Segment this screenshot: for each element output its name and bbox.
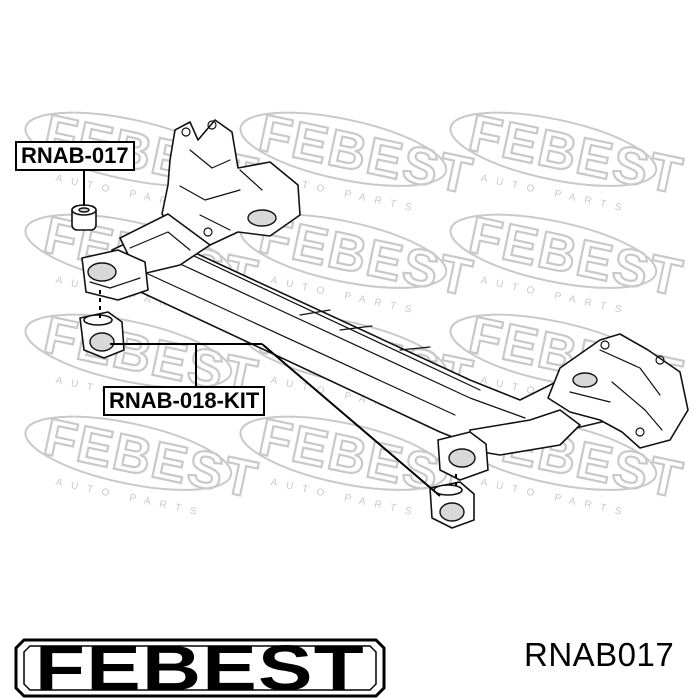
leader-lines [83,163,457,497]
svg-text:FEBEST: FEBEST [464,104,688,206]
beam-edge-line [149,249,526,419]
logo-text: FEBEST [35,632,365,700]
subframe-drawing [107,119,689,456]
bolt [635,427,645,437]
bolt [207,120,217,130]
watermark: FEBEST AUTO PARTS [24,407,265,519]
bracket-detail [179,149,263,231]
beam-rib [299,309,431,351]
bushing-installed-right [437,431,489,481]
logo-outline [14,638,386,698]
bushing-rnab-018-left [79,311,125,359]
bushings [71,204,489,529]
bolt [181,127,191,137]
beam-edge-line [159,239,481,391]
febest-logo: FEBEST [14,632,386,700]
bracket-detail [569,349,663,431]
bracket-hole [572,372,598,388]
part-number: RNAB017 [524,636,675,673]
bushing-installed-left [81,249,149,301]
svg-text:FEBEST: FEBEST [39,408,263,510]
bracket-hole [247,209,277,227]
bolt [203,227,213,237]
bushing-rnab-017 [71,204,97,231]
crossmember-detail [129,231,191,251]
bolt [655,355,665,365]
bolt [600,340,610,350]
callout-rnab-017: RNAB-017 [15,141,135,171]
svg-text:FEBEST: FEBEST [464,206,688,308]
beam-edge-line [134,267,456,416]
bushing-rnab-018-right [429,481,475,529]
callout-rnab-018-kit: RNAB-018-KIT [103,386,266,416]
leader-018-to-right [261,343,441,497]
